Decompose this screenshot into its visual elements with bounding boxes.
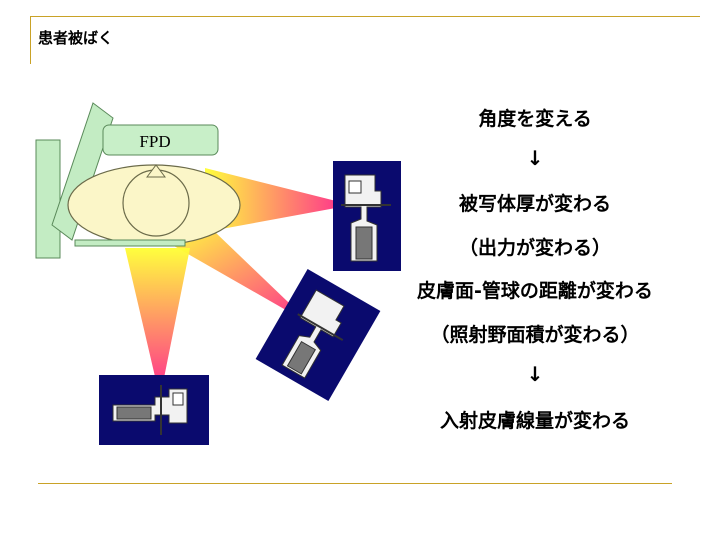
beam-diagonal xyxy=(160,232,312,325)
xray-tube-diagonal xyxy=(255,268,381,402)
step-dose: 入射皮膚線量が変わる xyxy=(439,410,630,432)
step-distance: 皮膚面‐管球の距離が変わる xyxy=(417,280,653,302)
down-arrow-icon: ↓ xyxy=(526,146,544,170)
step-output: （出力が変わる） xyxy=(458,237,611,259)
beam-down xyxy=(125,248,190,398)
bottom-rule xyxy=(38,483,672,484)
beam-right xyxy=(205,168,352,232)
xray-tube-bottom xyxy=(99,375,209,445)
slide-title: 患者被ばく xyxy=(38,29,114,47)
step-thickness: 被写体厚が変わる xyxy=(458,193,611,215)
down-arrow-icon: ↓ xyxy=(526,362,544,386)
title-rule xyxy=(30,16,700,17)
step-angle: 角度を変える xyxy=(478,108,592,130)
fpd-detector xyxy=(102,124,219,156)
patient-table xyxy=(74,239,186,247)
step-field: （照射野面積が変わる） xyxy=(430,324,640,346)
xray-tube-right xyxy=(333,161,401,271)
support-structure xyxy=(35,102,114,259)
fpd-label: FPD xyxy=(139,132,170,151)
title-rule-vertical xyxy=(30,16,31,64)
patient-body xyxy=(67,164,241,246)
